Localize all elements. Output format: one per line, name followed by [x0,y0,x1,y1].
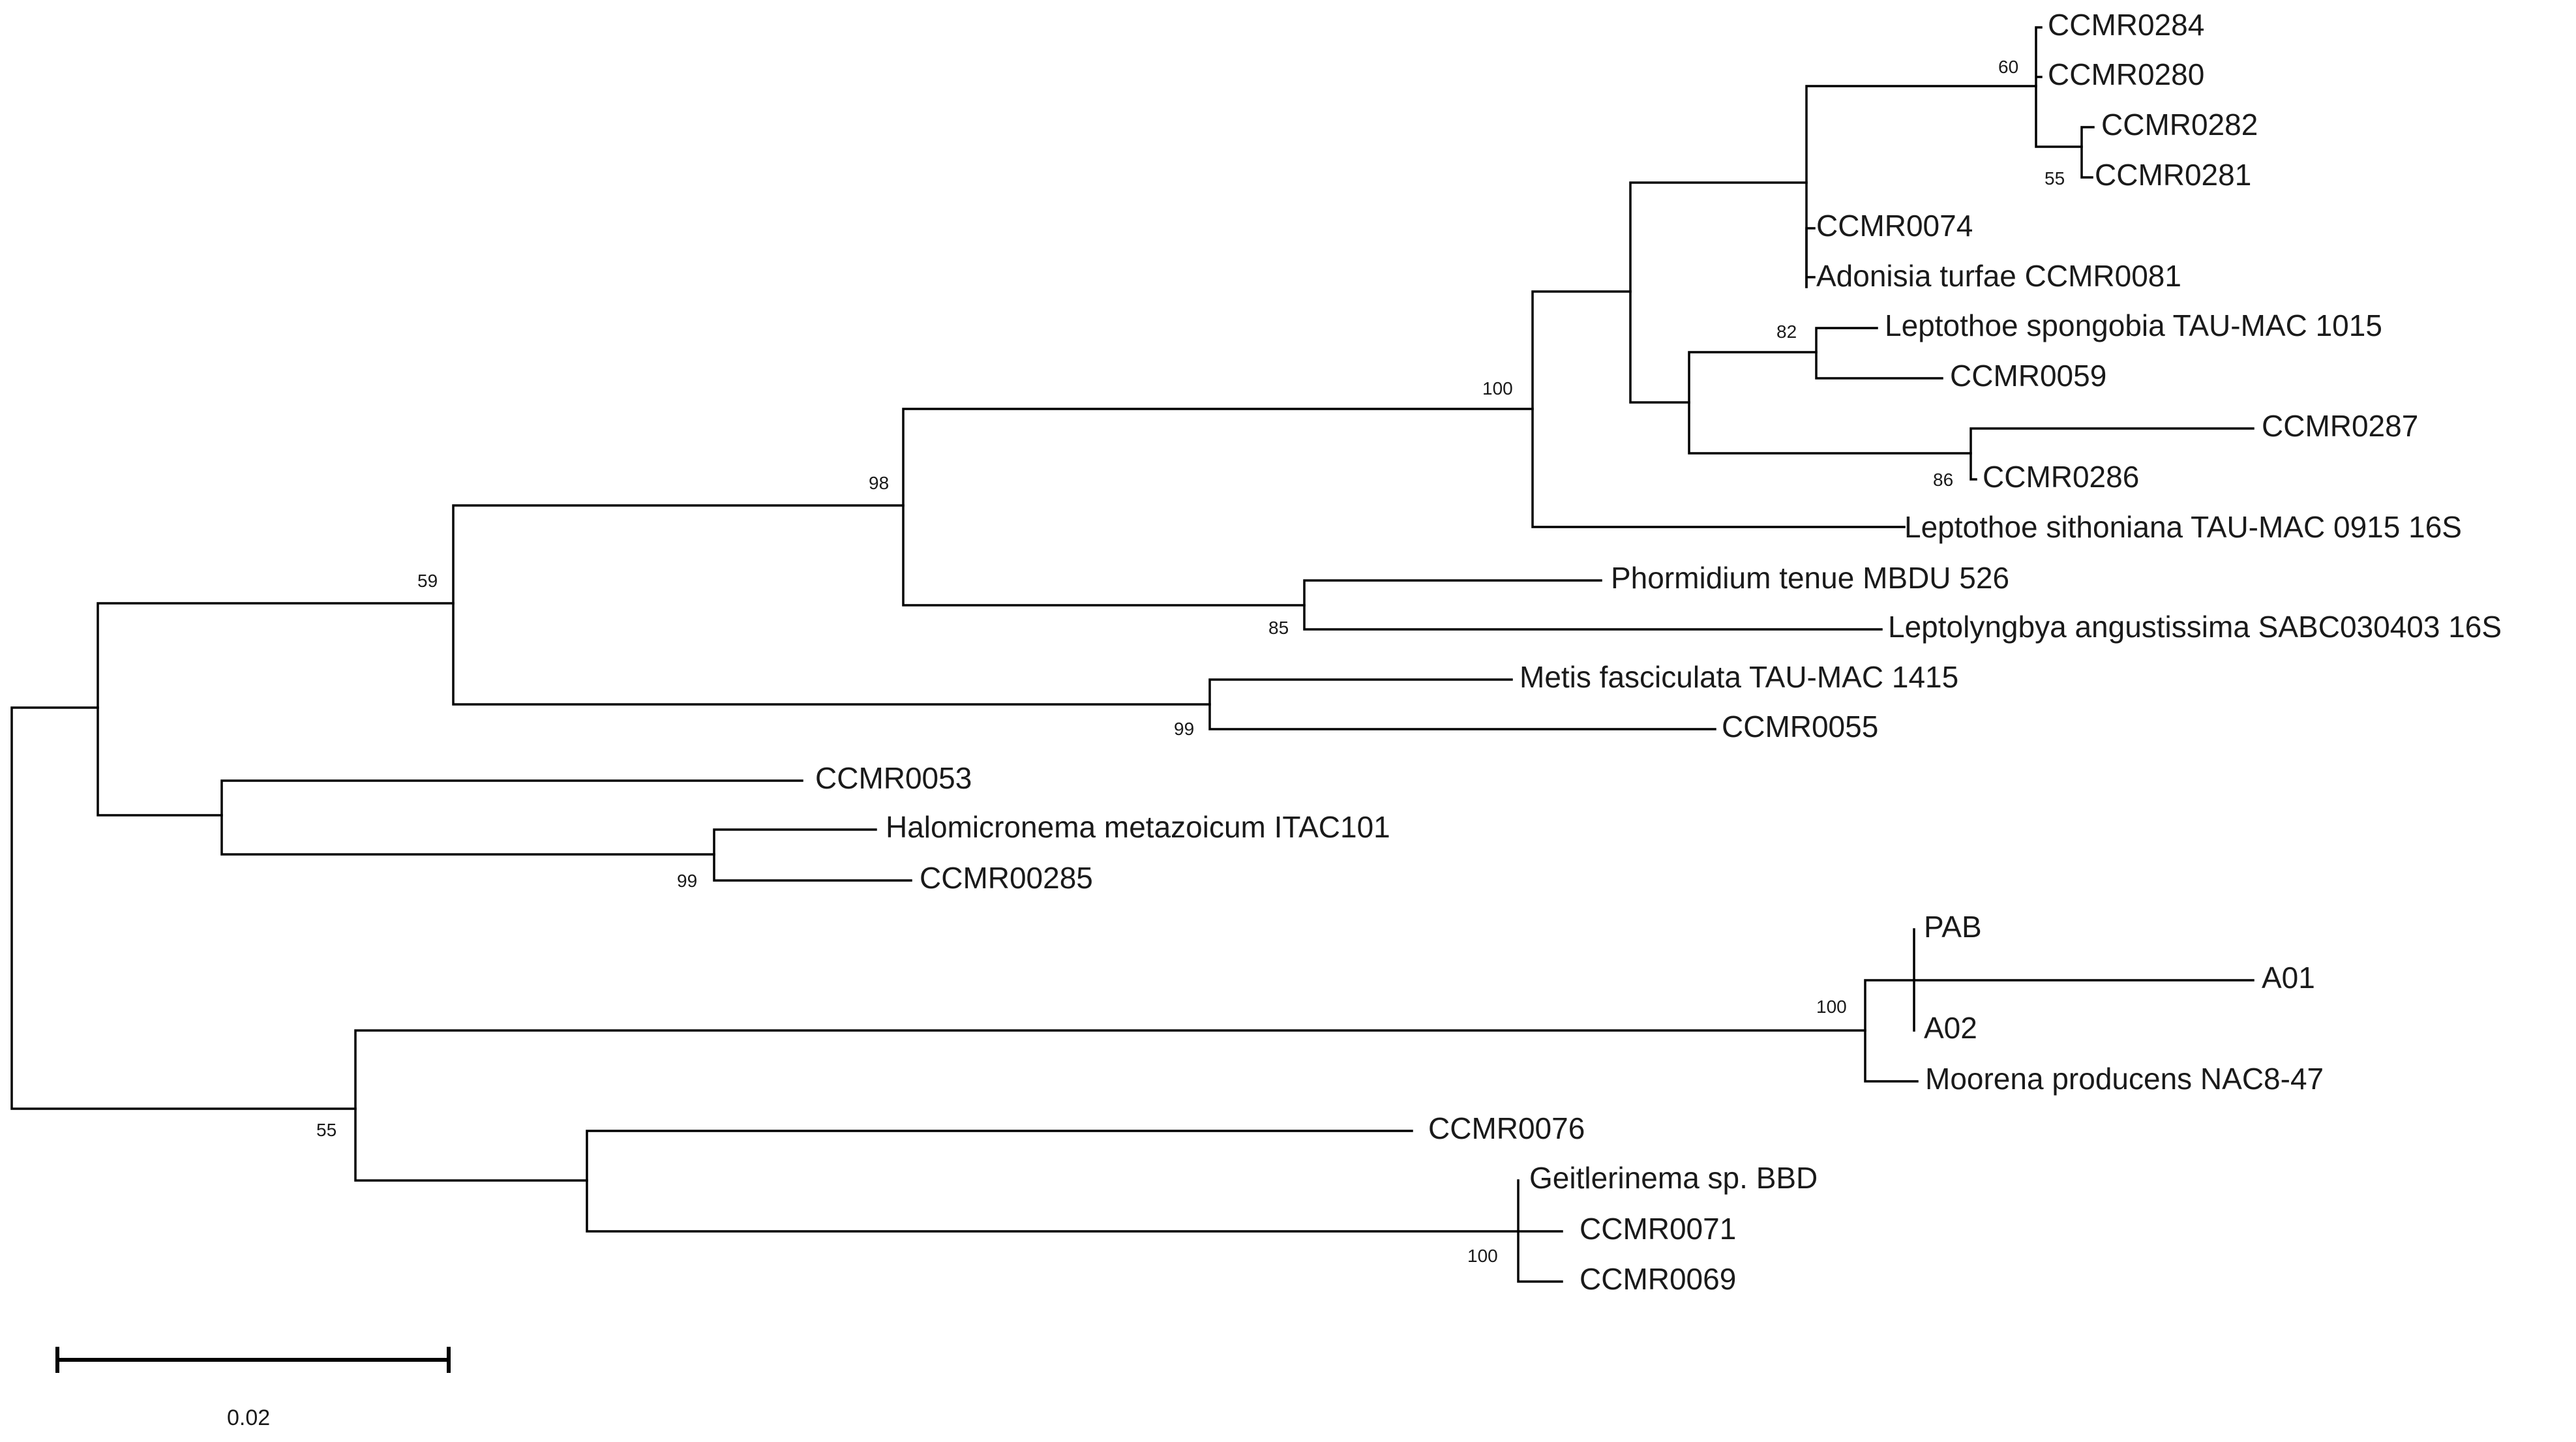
leaf-ccmr0055: CCMR0055 [1722,710,1878,744]
leaf-geitlerinema: Geitlerinema sp. BBD [1529,1161,1818,1195]
leaf-ccmr0282: CCMR0282 [2101,108,2258,142]
node-100c-branch [1517,1179,1563,1283]
leaf-leptothoe-sithoniana: Leptothoe sithoniana TAU-MAC 0915 16S [1904,510,2462,544]
support-values: 60 55 82 86 100 98 59 85 99 99 100 55 10… [316,57,2065,1266]
leaf-ccmr0281: CCMR0281 [2095,158,2251,192]
node-99b-branch [713,828,912,882]
node-59-branch [452,504,1211,706]
support-99b: 99 [677,871,697,891]
leaf-a02: A02 [1924,1011,1977,1045]
leaf-ccmr0071: CCMR0071 [1580,1212,1736,1246]
node-340-branch [220,779,803,856]
support-55a: 55 [2044,168,2065,188]
node-2500-branch [1629,181,1808,404]
node-ccmr0074-branch [1805,227,1816,288]
node-55a-branch [2080,126,2095,179]
node-2770-branch [1805,85,2037,288]
leaf-ccmr0280: CCMR0280 [2048,57,2204,91]
leaf-ccmr00285: CCMR00285 [920,861,1093,895]
leaf-ccmr0059: CCMR0059 [1950,359,2106,393]
leaf-metis-fasciculata: Metis fasciculata TAU-MAC 1415 [1520,660,1958,694]
leaf-ccmr0287: CCMR0287 [2262,409,2418,443]
leaf-leptolyngbya-angustissima: Leptolyngbya angustissima SABC030403 16S [1888,610,2502,644]
node-100b-branch [1864,979,1919,1083]
upper-clade-branch [97,602,455,817]
support-82: 82 [1776,322,1797,342]
leaf-adonisia-turfae: Adonisia turfae CCMR0081 [1816,259,2181,293]
leaf-ccmr0284: CCMR0284 [2048,8,2204,42]
support-99a: 99 [1174,719,1194,739]
support-100a: 100 [1482,378,1513,398]
node-60-branch [2035,26,2083,148]
leaf-ccmr0053: CCMR0053 [815,761,972,795]
scale-bar [55,1347,451,1373]
scale-bar-group: 0.02 [55,1347,451,1430]
leaf-phormidium-tenue: Phormidium tenue MBDU 526 [1611,561,2009,595]
leaf-ccmr0074: CCMR0074 [1816,209,1973,243]
tree-branches [10,26,2254,1283]
node-85-branch [1303,579,1883,631]
leaf-pab: PAB [1924,910,1982,944]
support-60: 60 [1998,57,2018,77]
node-82-branch [1815,327,1943,380]
leaf-moorena-producens: Moorena producens NAC8-47 [1925,1062,2324,1096]
support-100b: 100 [1816,997,1847,1017]
root-branch [10,706,357,1110]
leaf-ccmr0069: CCMR0069 [1580,1262,1736,1296]
node-900-branch [586,1130,1520,1233]
support-59: 59 [417,571,438,591]
node-99a-branch [1208,678,1716,730]
support-98: 98 [869,473,889,493]
leaf-ccmr0286: CCMR0286 [1983,460,2139,494]
leaf-a01: A01 [2262,961,2315,995]
scale-bar-label: 0.02 [227,1405,270,1430]
node-2590-branch [1688,351,1972,455]
node-98-branch [902,408,1534,607]
node-2935-branch [1913,928,2254,1032]
support-85: 85 [1268,618,1289,638]
leaf-labels: CCMR0284 CCMR0280 CCMR0282 CCMR0281 CCMR… [815,8,2502,1296]
node-55b-branch [354,1029,1866,1182]
node-86-branch [1969,427,2254,481]
leaf-leptothoe-spongobia: Leptothoe spongobia TAU-MAC 1015 [1885,308,2382,342]
support-100c: 100 [1467,1246,1498,1266]
support-86: 86 [1933,470,1953,490]
leaf-ccmr0076: CCMR0076 [1428,1111,1585,1145]
node-100a-branch [1531,290,1906,528]
support-55b: 55 [316,1120,337,1140]
leaf-halomicronema: Halomicronema metazoicum ITAC101 [886,810,1390,844]
